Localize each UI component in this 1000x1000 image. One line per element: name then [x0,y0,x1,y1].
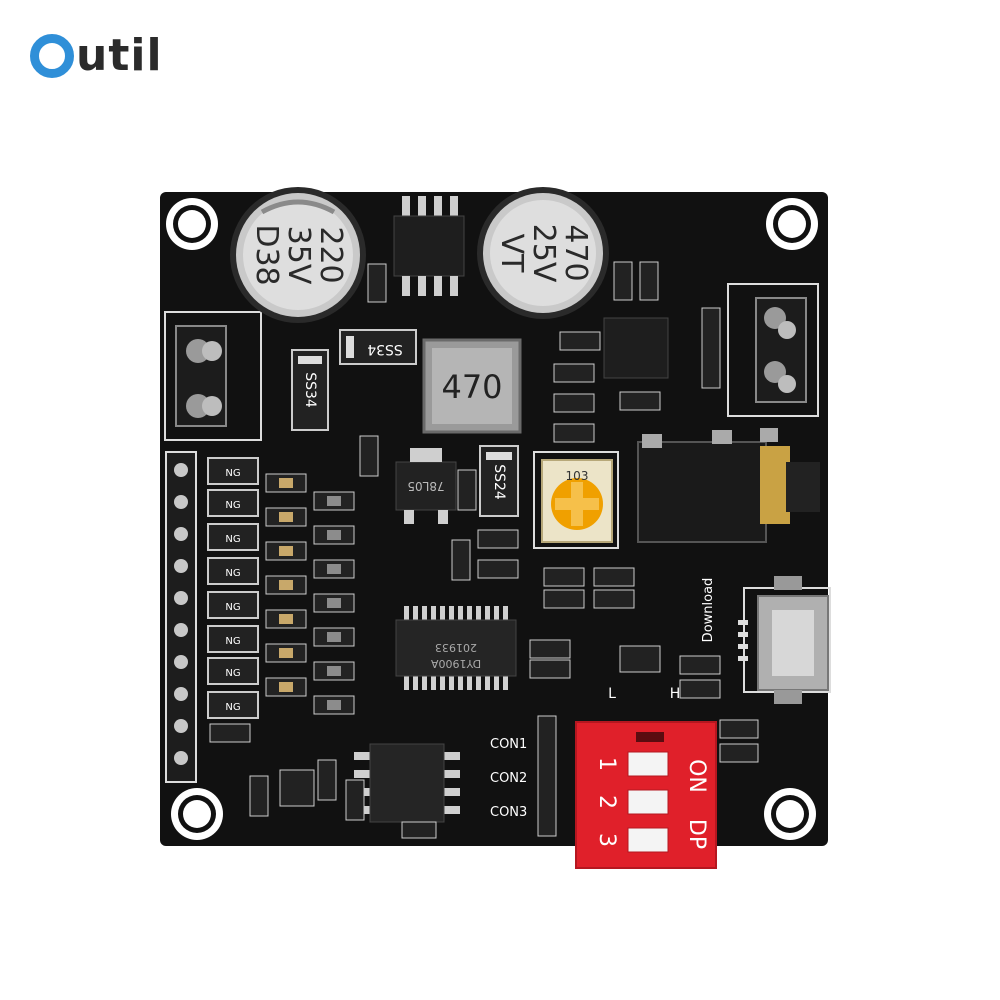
dip-position-2: 2 [594,795,619,809]
main-ic-line2: DY1900A [430,657,481,670]
capacitor-right-line2: 25V [526,224,561,283]
dip-switch[interactable]: 1 2 3 ON DP [575,721,717,869]
top-regulator-chip [393,196,465,296]
resistor-array-right [313,491,355,715]
dip-position-1: 1 [594,757,619,771]
audio-jack [637,428,820,543]
right-screw-terminal [727,283,819,417]
capacitor-right-line3: VT [494,234,529,274]
micro-usb-connector [738,576,831,704]
ng-label: NG [225,702,240,713]
dip-toggle-3[interactable] [627,827,669,853]
capacitor-220uf: 220 35V D38 [230,187,366,323]
capacitor-right-line1: 470 [558,224,593,281]
dip-dp-label: DP [684,819,709,849]
diode-ss24-label: SS24 [491,464,507,500]
logo-text: util [76,30,163,81]
dip-toggle-2[interactable] [627,789,669,815]
dip-position-3: 3 [594,833,619,847]
ng-label: NG [225,668,240,679]
ng-label: NG [225,568,240,579]
smd-components [209,261,759,839]
diode-ss34-left: SS34 [291,349,329,431]
brand-logo: util [30,28,163,84]
capacitor-left-line1: 220 [313,226,348,283]
ng-label: NG [225,500,240,511]
ng-diode-column: NG NG NG NG NG NG NG NG [207,457,259,719]
inductor-470: 470 [422,338,522,434]
capacitor-left-line2: 35V [281,226,316,285]
high-label: H [670,686,681,702]
dip-toggle-1[interactable] [627,751,669,777]
main-ic-dy1900a: 201933 DY1900A [395,606,517,690]
diode-ss34-top: SS34 [339,329,417,365]
regulator-label: 78L05 [407,479,444,493]
pin-header [165,451,197,783]
diode-left-label: SS34 [302,372,318,408]
inductor-label: 470 [441,368,502,406]
potentiometer-label: 103 [566,469,589,483]
capacitor-470uf: 470 25V VT [477,187,609,319]
diode-ss24: SS24 [479,445,519,517]
potentiometer-103: 103 [533,451,619,549]
ng-label: NG [225,534,240,545]
diode-top-label: SS34 [367,341,403,357]
bottom-soic-chip [354,743,460,823]
con1-label: CON1 [490,737,527,752]
ng-label: NG [225,636,240,647]
low-label: L [608,686,616,702]
ng-label: NG [225,468,240,479]
download-label: Download [701,578,716,643]
regulator-78l05: 78L05 [395,448,457,524]
logo-o-ring-icon [30,34,74,78]
dip-on-label: ON [684,759,709,793]
mounting-holes [166,198,818,840]
ng-label: NG [225,602,240,613]
con3-label: CON3 [490,805,527,820]
resistor-array-left [265,473,307,697]
main-ic-line1: 201933 [435,641,477,654]
left-screw-terminal [164,311,262,441]
capacitor-left-line3: D38 [249,224,284,285]
con2-label: CON2 [490,771,527,786]
